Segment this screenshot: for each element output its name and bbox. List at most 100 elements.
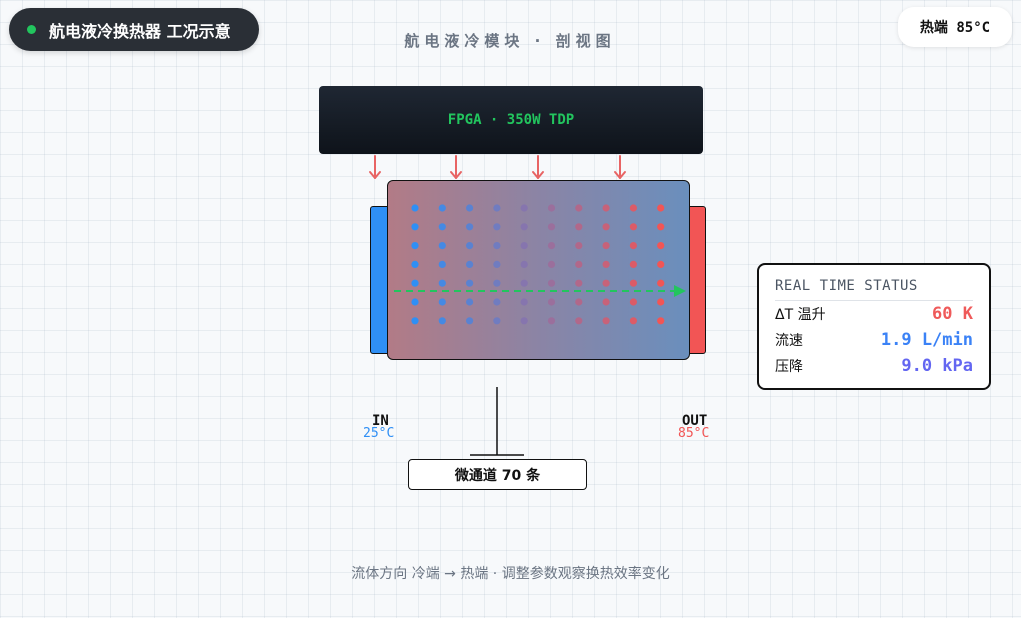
channel-dot [411,298,419,306]
channel-dot [629,298,637,306]
status-row-flow-rate: 流速 1.9 L/min [775,327,973,353]
heat-arrows [369,155,626,179]
channel-dot [411,317,419,325]
channel-dot [602,279,610,287]
channel-dot [629,260,637,268]
channel-dot [493,242,501,250]
fpga-chip: FPGA · 350W TDP [319,86,703,154]
channel-dot [602,298,610,306]
heat-arrow-icon [450,155,462,179]
channel-dot [493,317,501,325]
status-label: 压降 [775,359,803,375]
heat-arrow-icon [532,155,544,179]
status-label: 流速 [775,333,803,349]
channel-dot [438,223,446,231]
channel-dot [602,317,610,325]
channel-dot [411,279,419,287]
channel-dot [466,223,474,231]
channel-dot [466,204,474,212]
channel-dot [575,279,583,287]
status-row-delta-t: ΔT 温升 60 K [775,301,973,327]
page-title: 航电液冷换热器 工况示意 [49,21,231,41]
channel-dot [575,317,583,325]
channel-dot [575,242,583,250]
channel-dot [411,223,419,231]
fpga-chip-label: FPGA · 350W TDP [447,112,575,128]
channel-dot [466,279,474,287]
channel-dot [466,242,474,250]
channel-dot [520,279,528,287]
channel-dot [438,242,446,250]
title-pill: 航电液冷换热器 工况示意 [9,8,259,51]
channel-dot [493,223,501,231]
heat-exchanger-body [387,180,690,360]
callout-leader [470,387,524,456]
channel-dot [411,204,419,212]
channel-dot [547,260,556,268]
channel-dot [493,204,501,212]
channel-dot [575,298,583,306]
channel-dot [466,317,474,325]
status-value: 1.9 L/min [880,330,973,350]
channel-dot [547,223,556,231]
channel-dot [602,204,610,212]
status-row-pressure-drop: 压降 9.0 kPa [775,353,973,379]
channel-dot [520,298,528,306]
channel-dot [629,279,637,287]
status-label: ΔT 温升 [775,307,826,323]
channel-dot [493,298,501,306]
channel-dot [629,317,637,325]
channel-dot [657,317,665,325]
channel-dot [520,317,528,325]
channel-count-callout: 微通道 70 条 [408,459,587,490]
channel-dot [657,242,665,250]
microchannel-grid [411,204,665,325]
outlet-temp: 85°C [678,426,710,441]
channel-dot [629,223,637,231]
flow-direction-arrow [394,285,686,297]
channel-dot [547,279,556,287]
channel-dot [629,204,637,212]
channel-dot [411,260,419,268]
status-value: 60 K [932,304,973,324]
heat-arrow-icon [614,155,626,179]
inlet-label: IN [372,413,389,429]
channel-dot [602,242,610,250]
channel-dot [602,223,610,231]
channel-dot [438,279,446,287]
footer-hint: 流体方向 冷端 → 热端 · 调整参数观察换热效率变化 [351,566,670,582]
channel-dot [520,242,528,250]
channel-dot [466,298,474,306]
channel-dot [493,260,501,268]
channel-dot [438,260,446,268]
channel-dot [657,260,665,268]
channel-dot [520,204,528,212]
channel-dot [438,317,446,325]
heat-arrow-icon [369,155,381,179]
status-dot-icon [27,25,36,34]
channel-dot [520,260,528,268]
channel-dot [547,204,556,212]
channel-dot [657,223,665,231]
channel-dot [438,298,446,306]
channel-dot [411,242,419,250]
arrow-head-icon [674,285,686,297]
channel-dot [575,204,583,212]
channel-dot [547,298,556,306]
inlet-temp: 25°C [363,426,395,441]
outlet-label: OUT [682,413,708,429]
channel-dot [657,279,665,287]
channel-dot [466,260,474,268]
hot-end-badge: 热端 85°C [898,7,1012,47]
diagram-subtitle: 航电液冷模块 · 剖视图 [404,32,616,50]
channel-dot [629,242,637,250]
channel-dot [657,298,665,306]
realtime-status-panel: REAL TIME STATUS ΔT 温升 60 K 流速 1.9 L/min… [757,263,991,390]
channel-dot [575,223,583,231]
channel-dot [547,242,556,250]
channel-dot [520,223,528,231]
status-value: 9.0 kPa [901,356,973,376]
status-title: REAL TIME STATUS [775,265,973,301]
channel-dot [657,204,665,212]
channel-count-label: 微通道 70 条 [454,467,541,484]
